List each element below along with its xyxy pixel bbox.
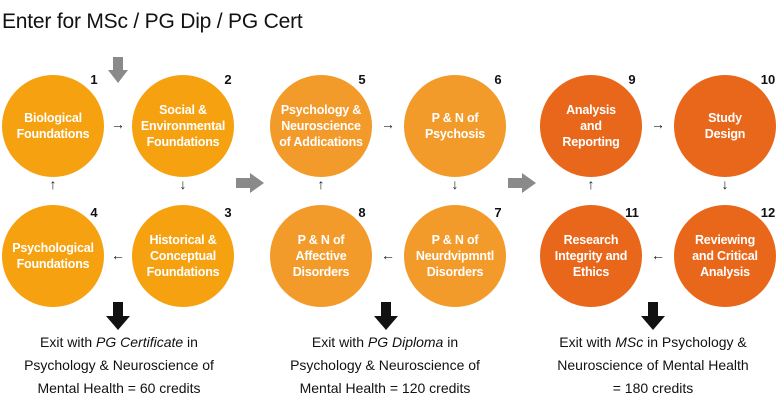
arrow-5-to-6-icon: → xyxy=(381,116,395,132)
exit-pg-diploma-line-2: Psychology & Neuroscience of xyxy=(290,357,480,373)
module-4-circle: Psychological Foundations xyxy=(2,205,104,307)
module-2-circle: Social & Environmental Foundations xyxy=(132,75,234,177)
module-11-label: Research Integrity and Ethics xyxy=(554,233,628,279)
arrow-9-to-10-icon: → xyxy=(651,116,665,132)
module-6-number: 6 xyxy=(494,72,502,87)
arrow-12-to-11-icon: ← xyxy=(651,247,665,263)
arrow-1-to-2-icon: → xyxy=(111,116,125,132)
arrow-2-to-3-icon: ↓ xyxy=(179,176,187,192)
module-6-label: P & N of Psychosis xyxy=(424,111,486,141)
page-title: Enter for MSc / PG Dip / PG Cert xyxy=(2,10,303,33)
module-1-number: 1 xyxy=(90,72,98,87)
exit-msc-arrow-icon xyxy=(641,302,665,330)
group-2-to-3-arrow-icon xyxy=(508,173,536,193)
module-1-circle: Biological Foundations xyxy=(2,75,104,177)
module-3-label: Historical & Conceptual Foundations xyxy=(146,233,220,279)
exit-pg-diploma-line-3: Mental Health = 120 credits xyxy=(299,380,471,396)
module-9-label: Analysis and Reporting xyxy=(562,103,620,149)
arrow-8-to-5-icon: ↑ xyxy=(317,176,325,192)
module-12-circle: Reviewing and Critical Analysis xyxy=(674,205,776,307)
arrow-11-to-9-icon: ↑ xyxy=(587,176,595,192)
exit-pg-certificate-text: Exit with PG Certificate in Psychology &… xyxy=(4,331,234,400)
arrow-3-to-4-icon: ← xyxy=(111,247,125,263)
module-8-circle: P & N of Affective Disorders xyxy=(270,205,372,307)
module-7-number: 7 xyxy=(494,205,502,220)
module-11-circle: Research Integrity and Ethics xyxy=(540,205,642,307)
module-10-circle: Study Design xyxy=(674,75,776,177)
module-2-number: 2 xyxy=(224,72,232,87)
module-4-label: Psychological Foundations xyxy=(12,241,94,271)
module-5-circle: Psychology & Neuroscience of Addications xyxy=(270,75,372,177)
exit-pg-diploma-line-1: Exit with PG Diploma in xyxy=(311,334,459,350)
arrow-4-to-1-icon: ↑ xyxy=(49,176,57,192)
module-10-label: Study Design xyxy=(704,111,746,141)
group-1-to-2-arrow-icon xyxy=(236,173,264,193)
module-7-circle: P & N of Neurdvipmntl Disorders xyxy=(404,205,506,307)
exit-pg-diploma-arrow-icon xyxy=(374,302,398,330)
award-name: PG Diploma xyxy=(367,334,444,350)
entry-arrow-down-icon xyxy=(108,57,128,83)
exit-pg-certificate-line-3: Mental Health = 60 credits xyxy=(37,380,201,396)
arrow-7-to-8-icon: ← xyxy=(381,247,395,263)
exit-pg-diploma-text: Exit with PG Diploma in Psychology & Neu… xyxy=(270,331,500,400)
award-name: MSc xyxy=(615,334,644,350)
module-10-number: 10 xyxy=(760,72,776,87)
exit-pg-certificate-line-1: Exit with PG Certificate in xyxy=(40,334,198,350)
exit-msc-line-1: Exit with MSc in Psychology & xyxy=(559,334,747,350)
exit-msc-line-3: = 180 credits xyxy=(612,380,694,396)
award-name: PG Certificate xyxy=(96,334,184,350)
arrow-10-to-12-icon: ↓ xyxy=(721,176,729,192)
module-5-label: Psychology & Neuroscience of Addications xyxy=(279,103,363,149)
module-8-number: 8 xyxy=(358,205,366,220)
module-12-label: Reviewing and Critical Analysis xyxy=(692,233,758,279)
module-4-number: 4 xyxy=(90,205,98,220)
module-8-label: P & N of Affective Disorders xyxy=(292,233,350,279)
module-3-number: 3 xyxy=(224,205,232,220)
arrow-6-to-7-icon: ↓ xyxy=(451,176,459,192)
module-12-number: 12 xyxy=(760,205,776,220)
exit-msc-line-2: Neuroscience of Mental Health xyxy=(557,357,749,373)
module-2-label: Social & Environmental Foundations xyxy=(140,103,226,149)
module-1-label: Biological Foundations xyxy=(16,111,90,141)
module-6-circle: P & N of Psychosis xyxy=(404,75,506,177)
module-9-number: 9 xyxy=(628,72,636,87)
module-7-label: P & N of Neurdvipmntl Disorders xyxy=(415,233,495,279)
module-11-number: 11 xyxy=(625,205,639,220)
exit-pg-certificate-arrow-icon xyxy=(106,302,130,330)
module-5-number: 5 xyxy=(358,72,366,87)
exit-msc-text: Exit with MSc in Psychology & Neuroscien… xyxy=(538,331,768,400)
exit-pg-certificate-line-2: Psychology & Neuroscience of xyxy=(24,357,214,373)
module-9-circle: Analysis and Reporting xyxy=(540,75,642,177)
module-3-circle: Historical & Conceptual Foundations xyxy=(132,205,234,307)
